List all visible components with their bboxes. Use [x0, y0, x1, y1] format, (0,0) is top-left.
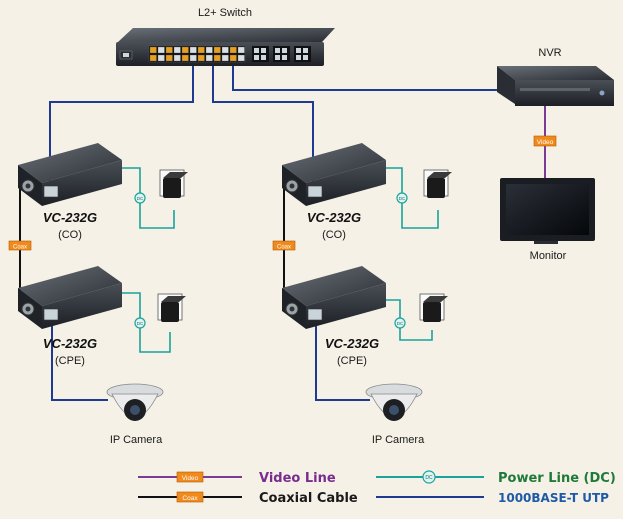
legend-coax: Coax Coaxial Cable — [138, 491, 358, 506]
switch-port — [189, 54, 197, 62]
coax-tag-left-text: Coax — [13, 245, 27, 251]
switch-port — [173, 46, 181, 54]
utp-switch-to-nvr — [232, 66, 505, 91]
dc-cpe-right — [383, 299, 433, 341]
role-co-left: (CO) — [58, 229, 82, 241]
power-adapter-co-right — [423, 169, 452, 198]
camera-left-label: IP Camera — [110, 434, 163, 446]
converter-cpe-right — [282, 266, 386, 329]
utp-switch-to-co-left — [49, 66, 194, 185]
video-tag: Video — [533, 135, 557, 147]
switch-port — [149, 54, 157, 62]
switch-port — [229, 54, 237, 62]
converter-cpe-left — [18, 266, 122, 329]
role-cpe-right: (CPE) — [337, 355, 367, 367]
switch-port — [205, 54, 213, 62]
dc-marker-cpe-left: DC — [134, 317, 146, 329]
switch-port — [221, 54, 229, 62]
role-co-right: (CO) — [322, 229, 346, 241]
dc-cpe-left — [120, 292, 171, 353]
dc-marker-co-right: DC — [396, 192, 408, 204]
legend-utp: 1000BASE-T UTP — [376, 491, 609, 505]
nvr: NVR — [497, 47, 614, 106]
legend-video-text: Video Line — [259, 471, 336, 486]
model-cpe-left: VC-232G — [43, 336, 97, 351]
model-cpe-right: VC-232G — [325, 336, 379, 351]
power-adapter-co-left — [159, 169, 188, 198]
switch-port — [157, 54, 165, 62]
coax-tag-left: Coax — [8, 240, 32, 251]
switch-port — [229, 46, 237, 54]
dc-marker-cpe-right-text: DC — [397, 321, 404, 326]
dc-marker-co-left-text: DC — [137, 196, 144, 201]
utp-cpe-left-to-camera — [51, 323, 108, 401]
legend-power: DC Power Line (DC) — [376, 470, 616, 486]
legend-power-tag: DC — [425, 475, 433, 481]
legend-video: Video Video Line — [138, 471, 336, 486]
legend-coax-text: Coaxial Cable — [259, 491, 358, 506]
ip-camera-left: IP Camera — [106, 383, 164, 446]
model-co-left: VC-232G — [43, 210, 97, 225]
nvr-label: NVR — [538, 47, 561, 59]
dc-co-right — [383, 167, 439, 229]
switch-port — [213, 54, 221, 62]
switch-port — [189, 46, 197, 54]
role-cpe-left: (CPE) — [55, 355, 85, 367]
switch-port — [173, 54, 181, 62]
switch-port — [157, 46, 165, 54]
legend-coax-tag: Coax — [182, 495, 198, 502]
legend-power-text: Power Line (DC) — [498, 471, 616, 486]
utp-cpe-right-to-camera — [315, 323, 370, 401]
legend-utp-text: 1000BASE-T UTP — [498, 491, 609, 505]
switch-port — [165, 46, 173, 54]
switch-port-block — [148, 45, 246, 63]
camera-right-label: IP Camera — [372, 434, 425, 446]
dc-co-left — [120, 167, 175, 229]
dc-marker-cpe-left-text: DC — [137, 321, 144, 326]
monitor: Monitor — [500, 178, 595, 262]
model-co-right: VC-232G — [307, 210, 361, 225]
switch-port — [237, 46, 245, 54]
switch-port — [165, 54, 173, 62]
coax-tag-right: Coax — [272, 240, 296, 251]
switch-port — [205, 46, 213, 54]
dc-marker-co-right-text: DC — [399, 196, 406, 201]
dc-marker-co-left: DC — [134, 192, 146, 204]
switch-port — [221, 46, 229, 54]
power-adapter-cpe-left — [157, 293, 186, 322]
switch-ports — [149, 46, 245, 62]
legend-video-tag: Video — [182, 475, 199, 482]
switch-port — [197, 46, 205, 54]
utp-lines — [49, 66, 505, 401]
video-tag-text: Video — [537, 139, 554, 146]
switch-port — [181, 46, 189, 54]
switch-port — [181, 54, 189, 62]
dc-marker-cpe-right: DC — [394, 317, 406, 329]
monitor-label: Monitor — [530, 250, 567, 262]
ip-camera-right: IP Camera — [365, 383, 425, 446]
coax-tag-right-text: Coax — [277, 245, 291, 251]
switch-port — [197, 54, 205, 62]
dc-lines — [120, 167, 439, 353]
l2-switch: L2+ Switch — [116, 7, 335, 66]
dc-markers: DC DC DC DC — [134, 192, 408, 329]
switch-label: L2+ Switch — [198, 7, 252, 19]
switch-port — [213, 46, 221, 54]
power-adapter-cpe-right — [419, 293, 448, 322]
power-adapters — [157, 169, 452, 322]
utp-switch-to-co-right — [212, 66, 314, 185]
converter-co-left — [18, 143, 122, 206]
legend: Video Video Line Coax Coaxial Cable DC P… — [138, 470, 616, 506]
switch-port — [237, 54, 245, 62]
switch-port — [149, 46, 157, 54]
converter-co-right — [282, 143, 386, 206]
